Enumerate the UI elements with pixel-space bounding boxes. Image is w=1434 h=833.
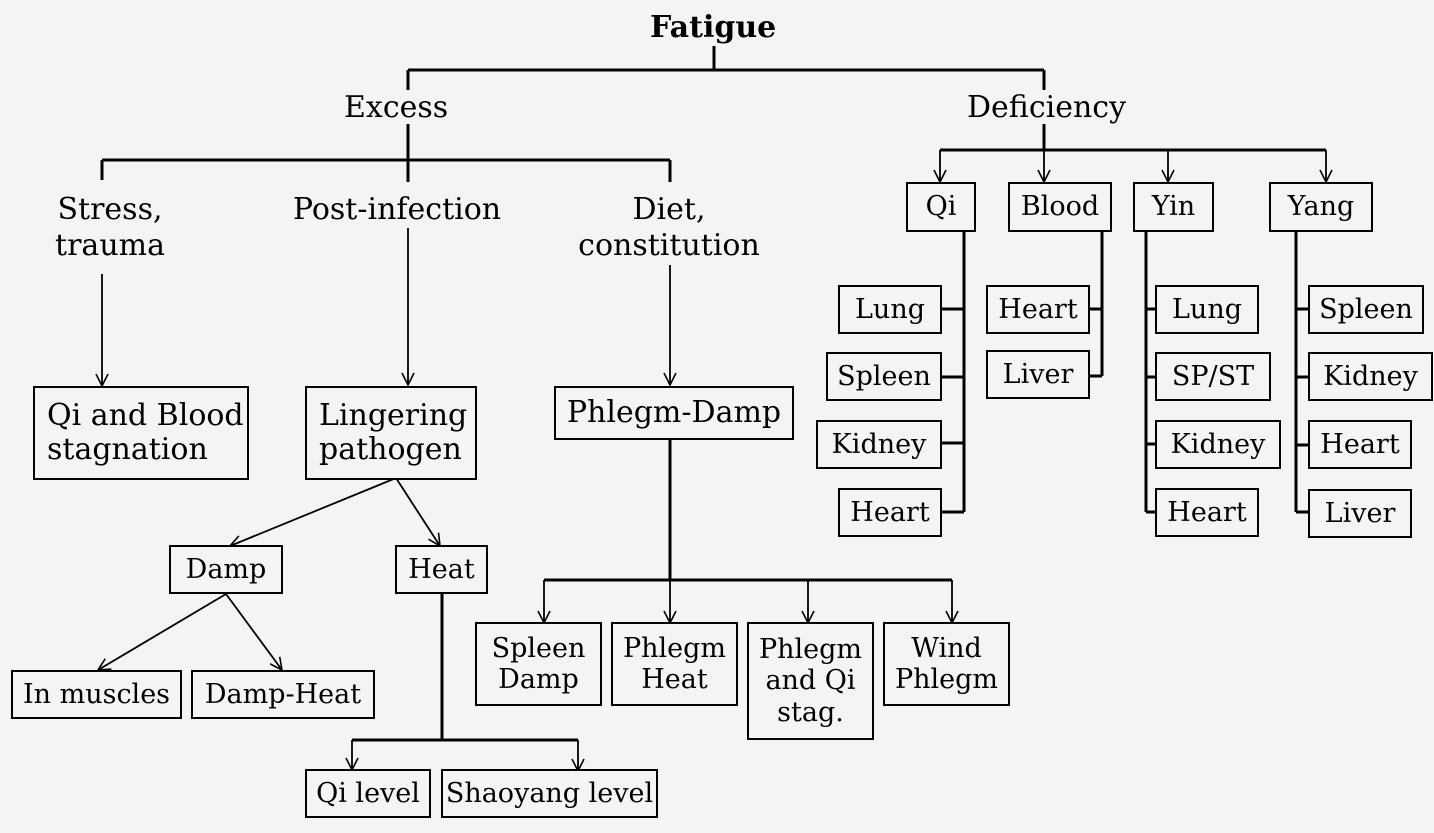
- node-yin-kidney: Kidney: [1155, 420, 1281, 469]
- node-shaoyang-level: Shaoyang level: [441, 769, 658, 818]
- node-yin-heart: Heart: [1155, 488, 1259, 537]
- node-qi-spleen: Spleen: [826, 352, 942, 401]
- node-qi-kidney: Kidney: [816, 420, 942, 469]
- node-qi-heart: Heart: [838, 488, 942, 537]
- node-yang-kidney: Kidney: [1308, 352, 1433, 401]
- node-blood-liver: Liver: [986, 350, 1090, 399]
- node-spleen-damp: Spleen Damp: [475, 622, 602, 706]
- node-phlegm-heat: Phlegm Heat: [611, 622, 738, 706]
- node-lingering-pathogen: Lingering pathogen: [305, 386, 477, 480]
- cause-diet-constitution: Diet, constitution: [578, 192, 760, 263]
- cause-post-infection: Post-infection: [292, 192, 502, 227]
- node-deficiency-qi: Qi: [906, 182, 976, 232]
- node-qi-blood-stagnation: Qi and Blood stagnation: [33, 386, 249, 480]
- node-qi-lung: Lung: [838, 285, 942, 334]
- node-yang-spleen: Spleen: [1308, 285, 1424, 334]
- root-title-fatigue: Fatigue: [650, 10, 777, 45]
- node-yin-sp-st: SP/ST: [1155, 352, 1271, 401]
- node-damp: Damp: [169, 545, 283, 594]
- node-blood-heart: Heart: [986, 285, 1090, 334]
- node-yang-liver: Liver: [1308, 489, 1412, 538]
- branch-excess: Excess: [344, 90, 449, 125]
- node-deficiency-yang: Yang: [1269, 182, 1373, 232]
- node-phlegm-damp: Phlegm-Damp: [554, 386, 794, 440]
- node-in-muscles: In muscles: [11, 670, 182, 719]
- node-heat: Heat: [395, 545, 488, 594]
- node-yang-heart: Heart: [1308, 420, 1412, 469]
- branch-deficiency: Deficiency: [967, 90, 1127, 125]
- node-wind-phlegm: Wind Phlegm: [883, 622, 1010, 706]
- node-damp-heat: Damp-Heat: [191, 670, 375, 719]
- node-deficiency-blood: Blood: [1008, 182, 1112, 232]
- node-qi-level: Qi level: [305, 769, 431, 818]
- cause-stress-trauma: Stress, trauma: [55, 192, 165, 263]
- node-yin-lung: Lung: [1155, 285, 1259, 334]
- node-phlegm-qi-stag: Phlegm and Qi stag.: [747, 622, 874, 740]
- node-deficiency-yin: Yin: [1133, 182, 1214, 232]
